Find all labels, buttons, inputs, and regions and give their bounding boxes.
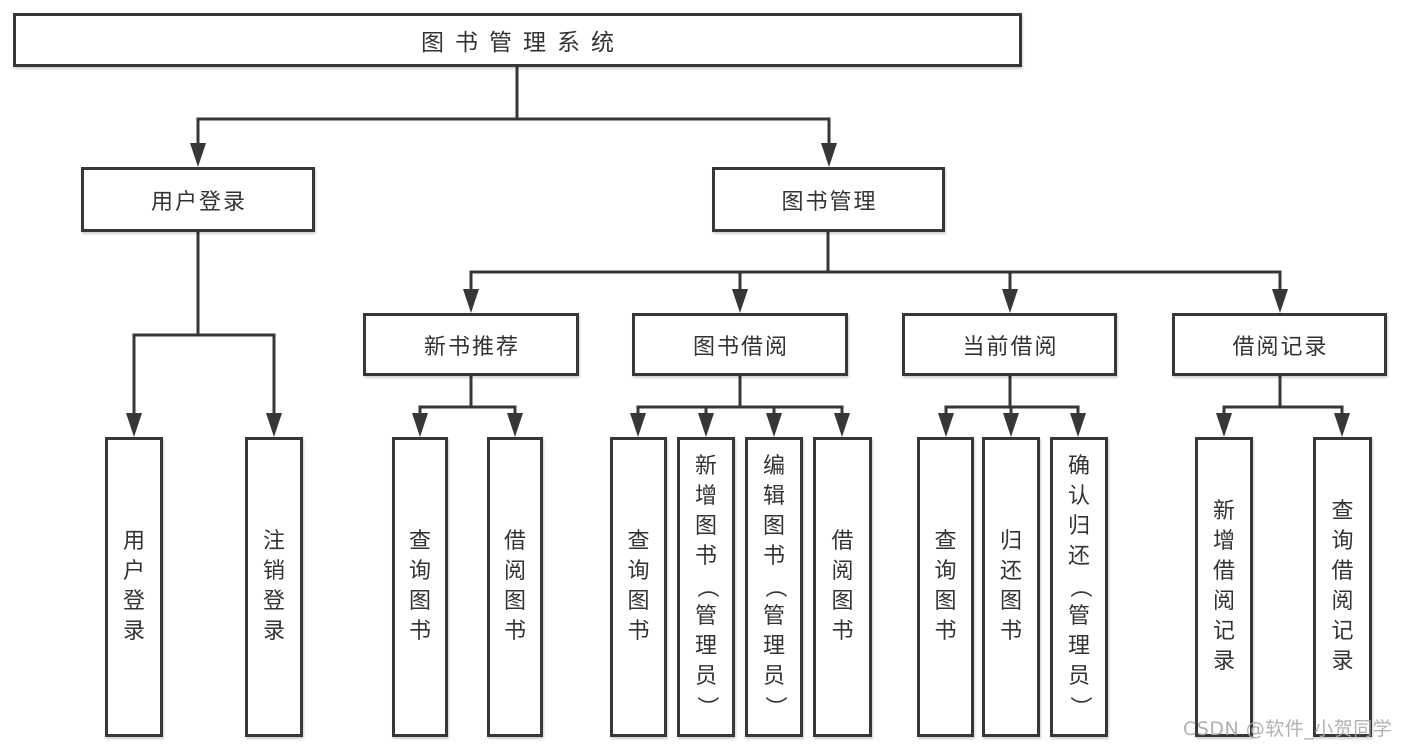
leaf-add-book-admin: 新增图书（管理员） (677, 437, 735, 737)
leaf-confirm-return-admin: 确认归还（管理员） (1050, 437, 1108, 737)
node-book-management: 图书管理 (712, 167, 945, 232)
node-library-system: 图书管理系统 (13, 13, 1022, 67)
leaf-borrow-books-borrowing: 借阅图书 (813, 437, 872, 737)
leaf-edit-book-admin-label: 编辑图书（管理员） (762, 454, 787, 718)
leaf-borrow-books-recommend: 借阅图书 (487, 437, 543, 737)
leaf-return-books: 归还图书 (982, 437, 1040, 737)
node-current-borrowing: 当前借阅 (902, 313, 1117, 376)
leaf-query-borrow-record: 查询借阅记录 (1313, 437, 1372, 737)
leaf-add-borrow-record-label: 新增借阅记录 (1212, 499, 1235, 674)
leaf-query-borrow-record-label: 查询借阅记录 (1331, 499, 1354, 674)
leaf-confirm-return-admin-label: 确认归还（管理员） (1067, 454, 1092, 718)
node-book-management-label: 图书管理 (781, 189, 878, 215)
leaf-borrow-books-recommend-label: 借阅图书 (503, 529, 526, 644)
node-library-system-label: 图书管理系统 (421, 30, 625, 56)
node-book-borrowing: 图书借阅 (632, 313, 848, 376)
node-user-login: 用户登录 (81, 167, 315, 232)
node-borrowing-records-label: 借阅记录 (1232, 334, 1329, 360)
node-new-book-recommend: 新书推荐 (363, 313, 579, 376)
leaf-user-login: 用户登录 (105, 437, 163, 737)
leaf-query-books-recommend-label: 查询图书 (408, 529, 431, 644)
node-current-borrowing-label: 当前借阅 (962, 334, 1059, 360)
leaf-add-book-admin-label: 新增图书（管理员） (694, 454, 719, 718)
leaf-edit-book-admin: 编辑图书（管理员） (745, 437, 803, 737)
leaf-query-books-current: 查询图书 (917, 437, 974, 737)
leaf-query-books-current-label: 查询图书 (934, 529, 957, 644)
leaf-add-borrow-record: 新增借阅记录 (1195, 437, 1253, 737)
csdn-watermark: CSDN @软件_小贺同学 (1183, 718, 1393, 740)
node-borrowing-records: 借阅记录 (1172, 313, 1387, 376)
leaf-query-books-borrowing: 查询图书 (610, 437, 667, 737)
leaf-logout: 注销登录 (245, 437, 303, 737)
leaf-logout-label: 注销登录 (262, 529, 285, 644)
leaf-query-books-borrowing-label: 查询图书 (627, 529, 650, 644)
leaf-return-books-label: 归还图书 (999, 529, 1022, 644)
node-book-borrowing-label: 图书借阅 (692, 334, 789, 360)
leaf-query-books-recommend: 查询图书 (392, 437, 448, 737)
leaf-user-login-label: 用户登录 (122, 529, 145, 644)
node-user-login-label: 用户登录 (150, 189, 247, 215)
node-new-book-recommend-label: 新书推荐 (423, 334, 520, 360)
leaf-borrow-books-borrowing-label: 借阅图书 (831, 529, 854, 644)
